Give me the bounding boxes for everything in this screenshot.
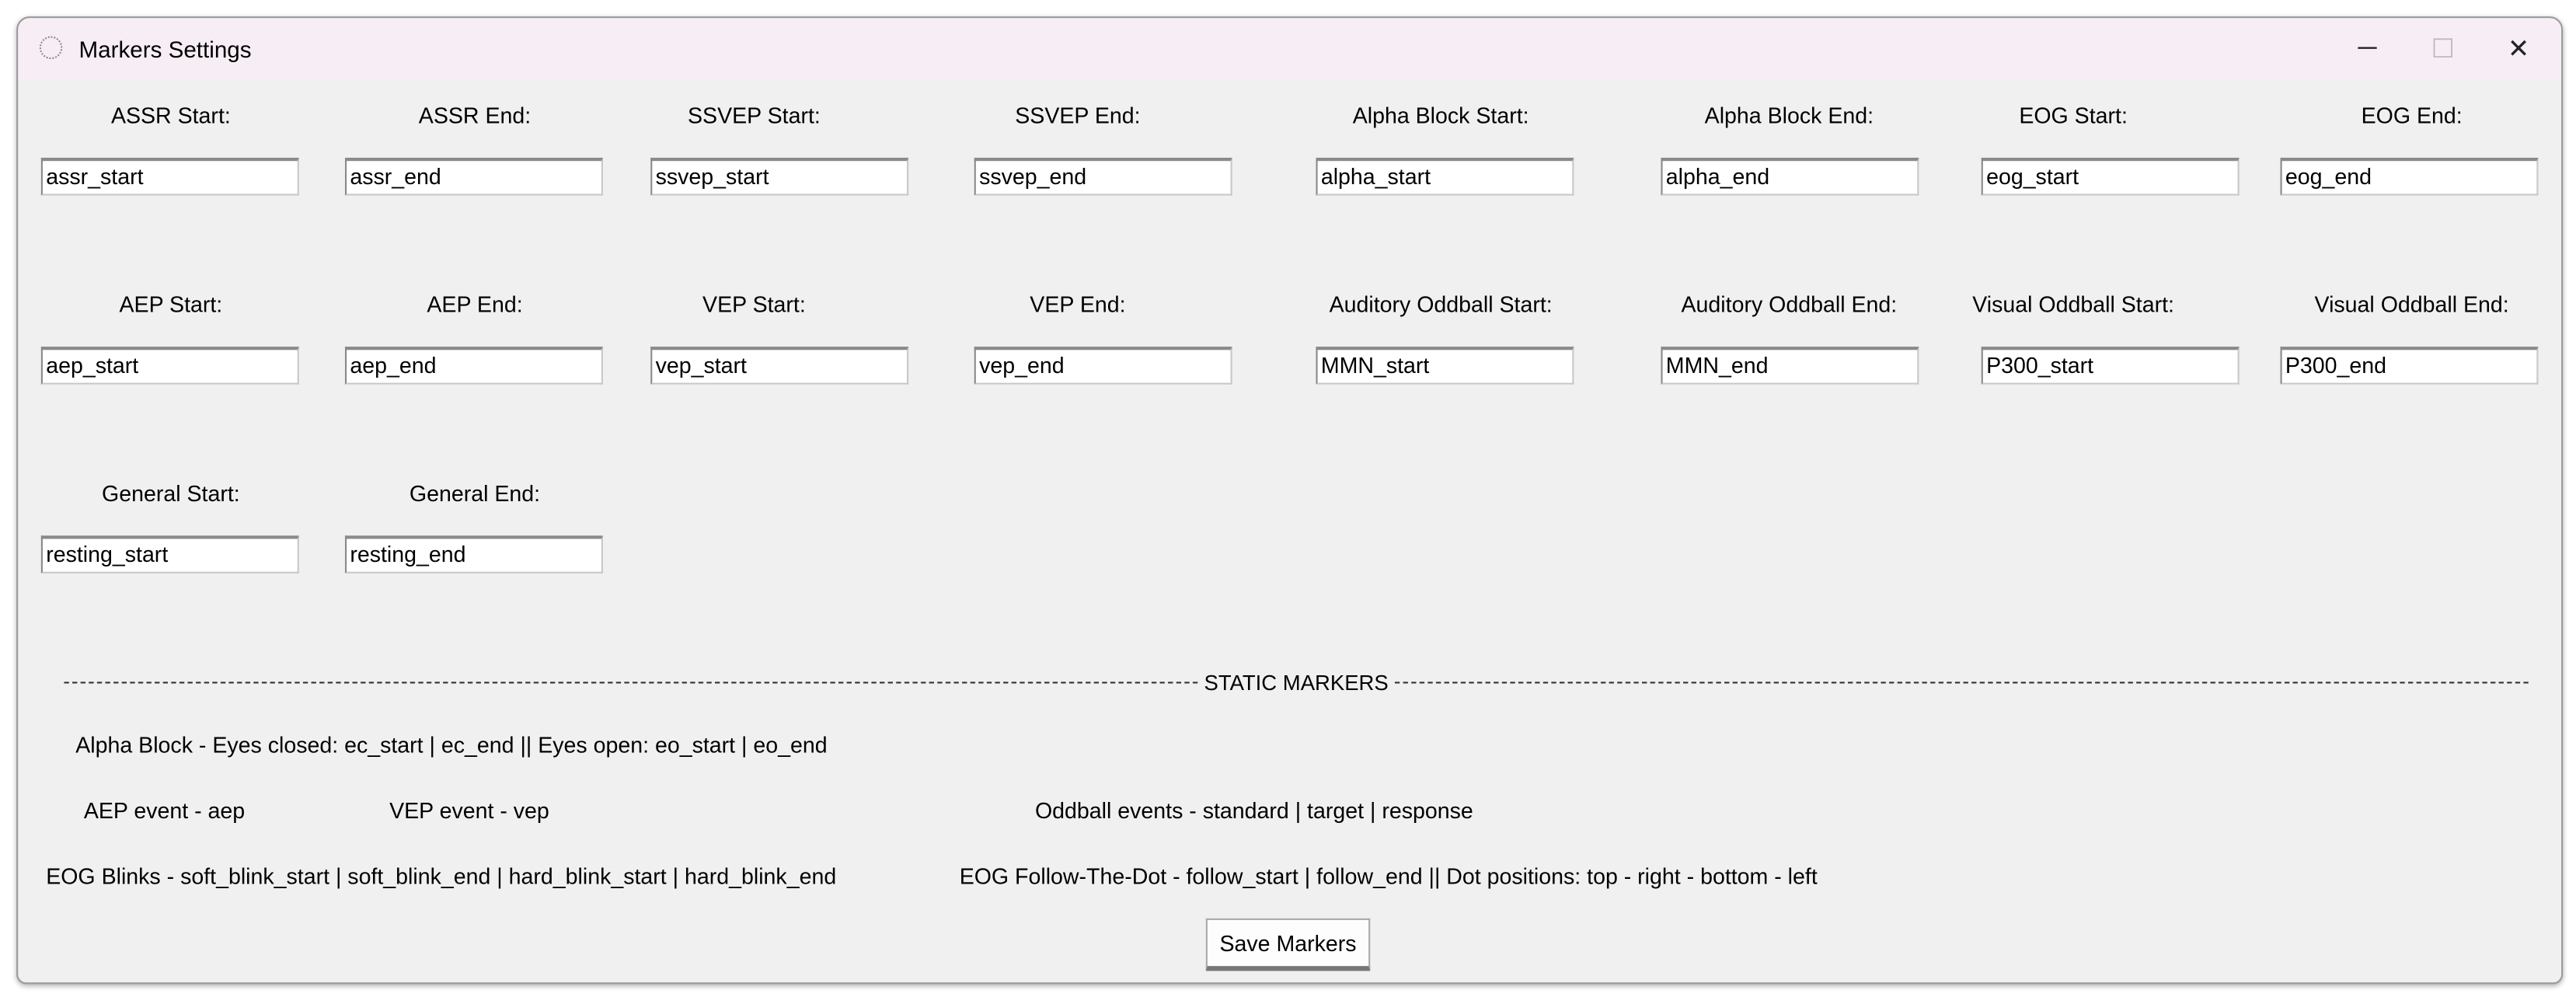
minimize-button[interactable]: ─: [2358, 34, 2377, 63]
close-button[interactable]: ✕: [2507, 36, 2530, 64]
field-label: Alpha Block End:: [1704, 103, 1874, 128]
field-input[interactable]: ssvep_end: [974, 157, 1232, 196]
field-input[interactable]: alpha_start: [1316, 157, 1574, 196]
field-label: ASSR Start:: [110, 103, 231, 128]
field-input[interactable]: vep_end: [974, 347, 1232, 385]
field-label: SSVEP Start:: [688, 103, 821, 128]
field-input[interactable]: P300_end: [2280, 347, 2539, 385]
maximize-button[interactable]: ☐: [2431, 36, 2455, 64]
field-label: Auditory Oddball End:: [1681, 292, 1898, 318]
field-label: General Start:: [102, 481, 240, 507]
field-label: VEP Start:: [702, 292, 806, 318]
field-label: EOG End:: [2361, 103, 2463, 128]
static-aep-text: AEP event - aep: [83, 798, 246, 824]
field-label: Visual Oddball End:: [2314, 292, 2509, 318]
field-label: AEP Start:: [119, 292, 223, 318]
field-input[interactable]: P300_start: [1981, 347, 2240, 385]
save-markers-button[interactable]: Save Markers: [1205, 918, 1371, 971]
field-input[interactable]: assr_start: [40, 157, 299, 196]
markers-settings-window: Markers Settings ─ ☐ ✕ ASSR Start: assr_s…: [16, 16, 2564, 985]
field-input[interactable]: aep_start: [40, 347, 299, 385]
field-label: Auditory Oddball Start:: [1329, 292, 1553, 318]
field-input[interactable]: MMN_end: [1661, 347, 1919, 385]
static-blinks-text: EOG Blinks - soft_blink_start | soft_bli…: [46, 864, 837, 889]
static-markers-heading: STATIC MARKERS: [1204, 669, 1389, 695]
field-input[interactable]: resting_end: [344, 535, 603, 573]
static-follow-text: EOG Follow-The-Dot - follow_start | foll…: [959, 864, 1818, 889]
field-label: AEP End:: [427, 292, 523, 318]
field-label: ASSR End:: [418, 103, 532, 128]
static-oddball-text: Oddball events - standard | target | res…: [1034, 798, 1473, 824]
field-input[interactable]: aep_end: [344, 347, 603, 385]
window-title: Markers Settings: [78, 36, 252, 63]
field-input[interactable]: eog_start: [1981, 157, 2240, 196]
field-input[interactable]: vep_start: [650, 347, 909, 385]
field-input[interactable]: eog_end: [2280, 157, 2539, 196]
static-markers-separator: STATIC MARKERS: [64, 668, 2529, 695]
field-input[interactable]: assr_end: [344, 157, 603, 196]
field-label: General End:: [409, 481, 541, 507]
field-label: EOG Start:: [2019, 103, 2128, 128]
field-input[interactable]: alpha_end: [1661, 157, 1919, 196]
field-label: SSVEP End:: [1015, 103, 1141, 128]
static-alpha-text: Alpha Block - Eyes closed: ec_start | ec…: [75, 732, 828, 758]
app-icon: [39, 36, 63, 60]
field-label: VEP End:: [1030, 292, 1126, 318]
static-vep-text: VEP event - vep: [389, 798, 549, 824]
field-label: Visual Oddball Start:: [1972, 292, 2174, 318]
title-bar[interactable]: Markers Settings ─ ☐ ✕: [18, 18, 2562, 81]
field-input[interactable]: MMN_start: [1316, 347, 1574, 385]
field-label: Alpha Block Start:: [1352, 103, 1529, 128]
field-input[interactable]: resting_start: [40, 535, 299, 573]
field-input[interactable]: ssvep_start: [650, 157, 909, 196]
